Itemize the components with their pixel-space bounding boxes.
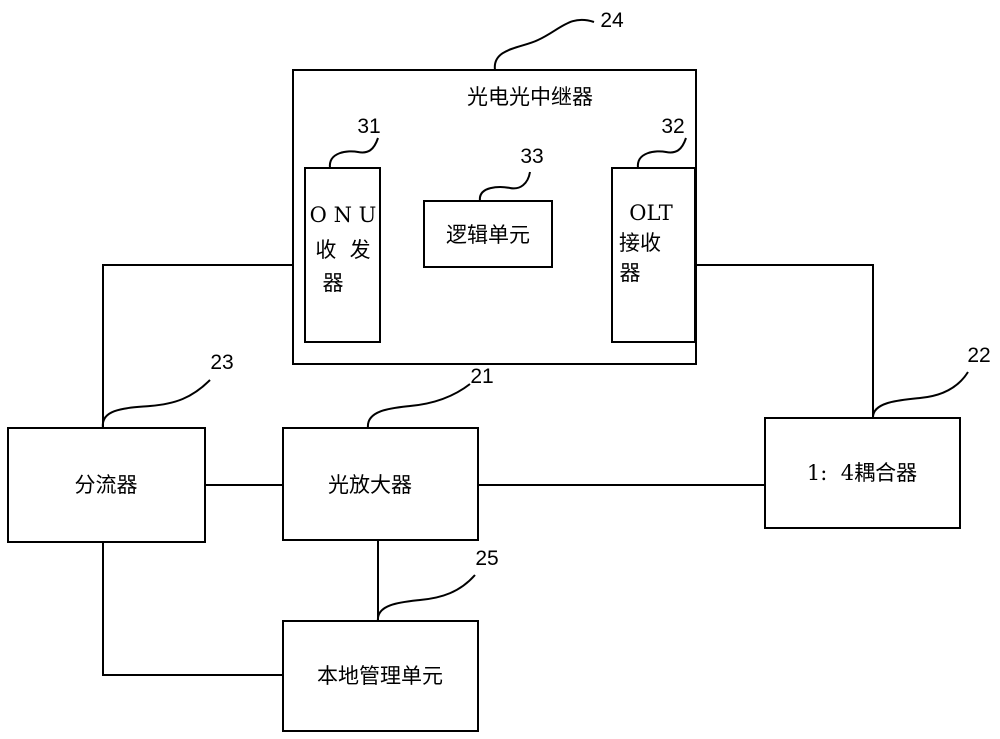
local-management-label: 本地管理单元 bbox=[317, 664, 443, 688]
repeater-leader bbox=[493, 18, 595, 71]
mgmt-leader bbox=[376, 574, 476, 622]
logic-unit-box bbox=[423, 200, 553, 268]
olt-ref: 32 bbox=[661, 115, 684, 138]
logic-leader bbox=[478, 171, 531, 202]
amplifier-label: 光放大器 bbox=[328, 473, 412, 497]
splitter-ref: 23 bbox=[210, 351, 233, 374]
mgmt-ref: 25 bbox=[475, 547, 498, 570]
connector-splitter-mgmt bbox=[102, 542, 283, 676]
onu-transceiver-box bbox=[304, 167, 381, 343]
local-management-box bbox=[282, 620, 479, 732]
onu-label-line1: O N U bbox=[310, 203, 377, 227]
splitter-label: 分流器 bbox=[75, 473, 138, 497]
olt-receiver-box bbox=[611, 167, 696, 343]
amplifier-ref: 21 bbox=[470, 365, 493, 388]
onu-label-line2: 收 发 bbox=[315, 238, 370, 262]
coupler-ref: 22 bbox=[967, 344, 990, 367]
splitter-box bbox=[7, 427, 206, 543]
coupler-box bbox=[764, 417, 961, 529]
amplifier-leader bbox=[366, 383, 471, 429]
repeater-ref: 24 bbox=[600, 9, 624, 32]
logic-ref: 33 bbox=[520, 145, 543, 168]
olt-label-line3: 器 bbox=[620, 261, 641, 285]
olt-leader bbox=[636, 137, 687, 169]
repeater-title: 光电光中继器 bbox=[467, 85, 593, 109]
onu-label-line3: 器 bbox=[323, 271, 344, 295]
connector-onu-splitter bbox=[102, 264, 305, 428]
onu-ref: 31 bbox=[357, 115, 380, 138]
olt-label-line1: OLT bbox=[629, 201, 672, 225]
connector-olt-coupler bbox=[695, 264, 874, 418]
splitter-leader bbox=[101, 379, 211, 429]
onu-leader bbox=[328, 137, 379, 169]
logic-unit-label: 逻辑单元 bbox=[446, 223, 530, 247]
coupler-leader bbox=[871, 371, 969, 419]
coupler-label: 1: 4耦合器 bbox=[807, 461, 917, 485]
amplifier-box bbox=[282, 427, 479, 541]
olt-label-line2: 接收 bbox=[619, 231, 661, 255]
